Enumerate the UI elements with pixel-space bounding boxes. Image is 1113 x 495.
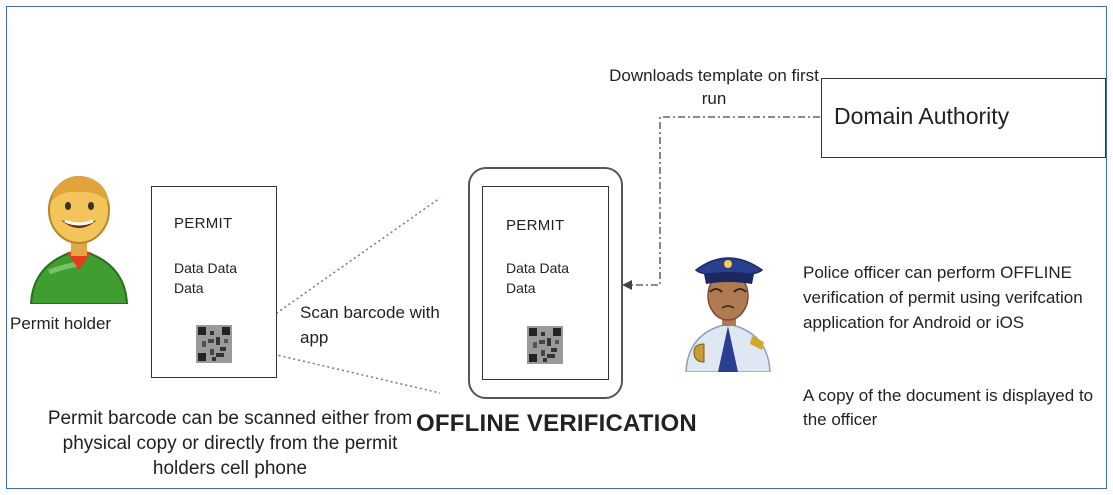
- scan-line-top: [263, 197, 441, 323]
- police-officer-icon: [685, 257, 771, 372]
- police-officer-description: Police officer can perform OFFLINE verif…: [803, 263, 1083, 332]
- download-arrowhead: [622, 280, 632, 290]
- scan-barcode-label: Scan barcode with app: [300, 303, 440, 347]
- downloads-template-label: Downloads template on first run: [609, 66, 819, 108]
- diagram-frame: [6, 6, 1107, 489]
- permit-barcode-note: Permit barcode can be scanned either fro…: [47, 408, 413, 479]
- document-copy-description: A copy of the document is displayed to t…: [803, 386, 1094, 429]
- permit-holder-label: Permit holder: [10, 314, 112, 333]
- paper-permit-title: PERMIT: [174, 215, 233, 232]
- permit-holder-icon: [29, 176, 129, 304]
- offline-verification-title: OFFLINE VERIFICATION: [416, 410, 697, 437]
- domain-authority-label: Domain Authority: [834, 103, 1010, 129]
- scan-line-bottom: [263, 351, 441, 394]
- phone-permit-title: PERMIT: [506, 217, 565, 234]
- paper-permit-data: Data Data Data: [174, 260, 238, 296]
- qr-code-icon[interactable]: [196, 325, 232, 363]
- qr-code-icon[interactable]: [527, 326, 563, 364]
- download-connector: [630, 116, 820, 286]
- phone-permit-data: Data Data Data: [506, 260, 570, 296]
- domain-authority-box: [821, 78, 1106, 158]
